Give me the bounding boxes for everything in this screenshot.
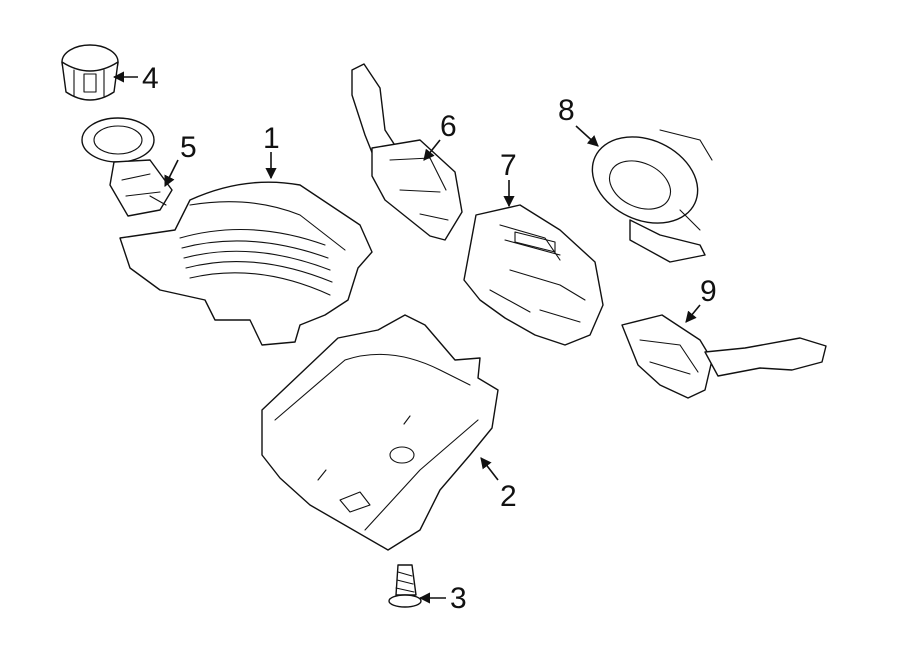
callout-label-5: 5 bbox=[180, 131, 197, 164]
callout-9: 9 bbox=[685, 275, 717, 323]
callout-5: 5 bbox=[164, 131, 197, 188]
callout-6-leader bbox=[423, 139, 441, 161]
part-3-screw[interactable] bbox=[388, 564, 422, 608]
part-1-upper-shroud[interactable] bbox=[119, 181, 373, 346]
part-9-turn-signal-switch[interactable] bbox=[621, 314, 827, 399]
callout-8-leader bbox=[575, 125, 599, 147]
callout-label-7: 7 bbox=[500, 149, 517, 182]
part-5-ignition-switch[interactable] bbox=[81, 117, 173, 217]
part-2-lower-shroud[interactable] bbox=[261, 314, 499, 551]
callout-7: 7 bbox=[500, 149, 517, 208]
callout-label-6: 6 bbox=[440, 110, 457, 143]
callout-3: 3 bbox=[418, 582, 467, 615]
callout-4: 4 bbox=[112, 62, 159, 95]
callout-2-leader bbox=[480, 457, 499, 481]
callout-9-leader bbox=[685, 304, 701, 323]
callout-label-4: 4 bbox=[142, 62, 159, 95]
callout-label-8: 8 bbox=[558, 94, 575, 127]
callout-label-3: 3 bbox=[450, 582, 467, 615]
part-8-clock-spring[interactable] bbox=[578, 121, 713, 263]
callout-5-leader bbox=[164, 159, 179, 188]
callout-8: 8 bbox=[558, 94, 599, 147]
callout-6: 6 bbox=[423, 110, 457, 161]
callout-label-2: 2 bbox=[500, 480, 517, 513]
part-4-lock-cylinder[interactable] bbox=[61, 44, 119, 101]
callout-label-1: 1 bbox=[263, 122, 280, 155]
part-7-switch-module[interactable] bbox=[463, 204, 604, 346]
callout-2: 2 bbox=[480, 457, 517, 513]
part-6-multifunction-switch[interactable] bbox=[351, 63, 463, 241]
callout-1: 1 bbox=[263, 122, 280, 180]
callout-label-9: 9 bbox=[700, 275, 717, 308]
